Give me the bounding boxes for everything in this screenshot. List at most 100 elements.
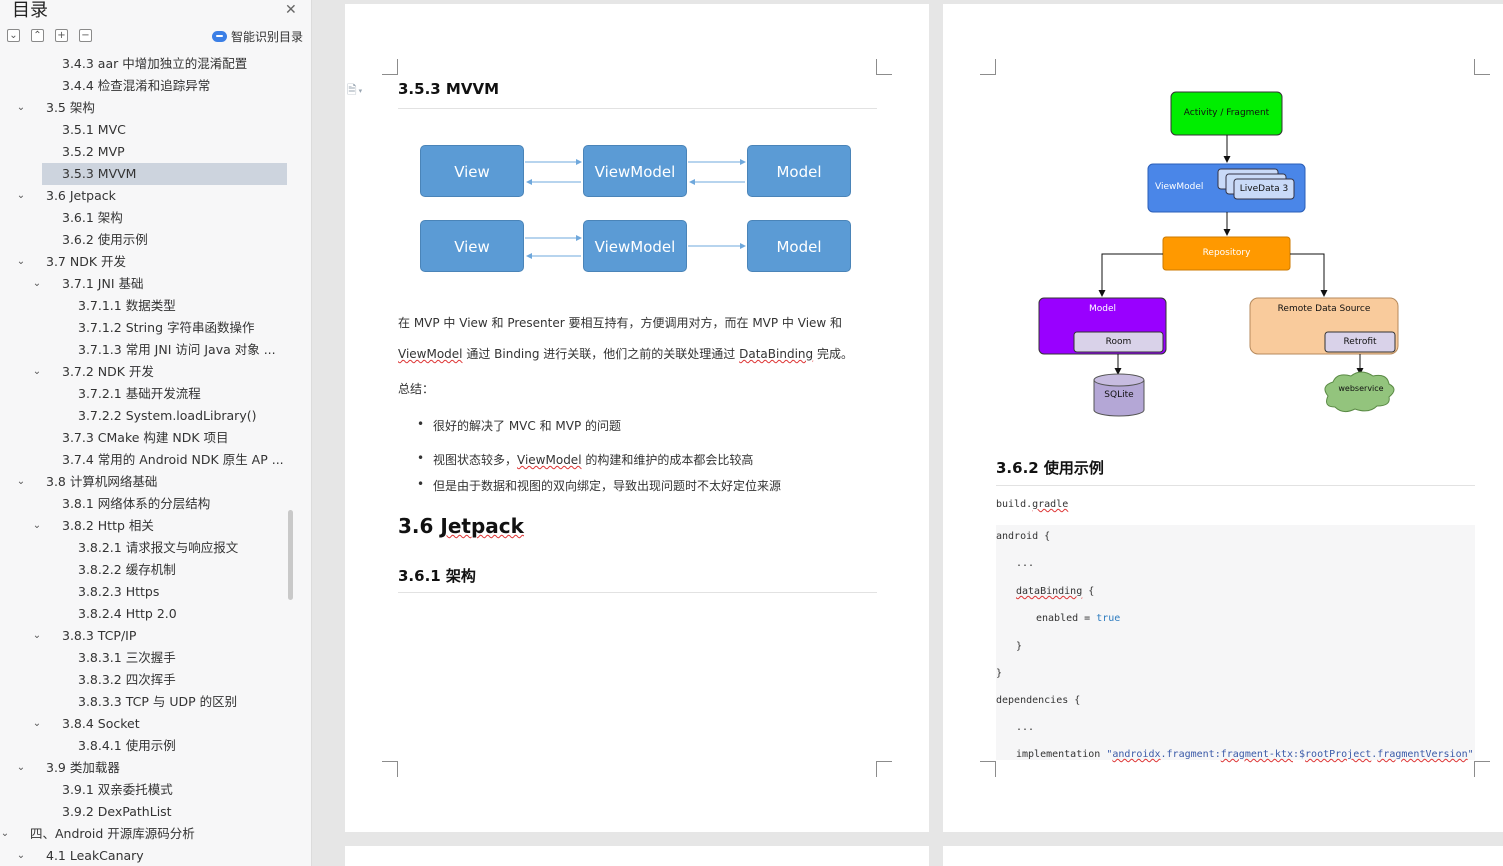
- view-box: View: [420, 220, 524, 272]
- toc-item[interactable]: ⌄3.8.4 Socket: [0, 713, 300, 735]
- toc-item-label: 3.9.2 DexPathList: [62, 804, 172, 819]
- collapse-all-button[interactable]: ⌄: [7, 29, 20, 42]
- chevron-down-icon[interactable]: ⌄: [16, 850, 26, 861]
- toc-item[interactable]: 3.7.4 常用的 Android NDK 原生 AP ...: [0, 449, 300, 471]
- viewmodel-word: ViewModel: [398, 347, 463, 361]
- toc-item[interactable]: ⌄ 3.7.2 NDK 开发: [0, 361, 300, 383]
- toc-item-label: 3.9.1 双亲委托模式: [62, 782, 173, 797]
- toc-item-label: 3.4.3 aar 中增加独立的混淆配置: [62, 56, 248, 71]
- toc-item-label: 3.6 Jetpack: [46, 188, 116, 203]
- toc-item[interactable]: 3.7.2.2 System.loadLibrary(): [0, 405, 300, 427]
- chevron-down-icon[interactable]: ⌄: [16, 102, 26, 113]
- toc-item-label: 3.8.2.3 Https: [78, 584, 160, 599]
- model-box: Model: [747, 220, 851, 272]
- toc-item[interactable]: 3.8.3.1 三次握手: [0, 647, 300, 669]
- toc-item[interactable]: 3.8.2.3 Https: [0, 581, 300, 603]
- databinding-word: DataBinding: [739, 347, 814, 361]
- toc-item[interactable]: 3.6.2 使用示例: [0, 229, 300, 251]
- heading-usage: 3.6.2 使用示例: [996, 459, 1104, 477]
- toc-item[interactable]: 3.9.1 双亲委托模式: [0, 779, 300, 801]
- toc-item[interactable]: ⌄3.9 类加载器: [0, 757, 300, 779]
- heading-jetpack: 3.6 Jetpack: [398, 514, 524, 538]
- document-page-left: 🗎▾ 3.5.3 MVVM View ViewModel Model View …: [345, 4, 929, 832]
- toc-item[interactable]: 3.7.1.2 String 字符串函数操作: [0, 317, 300, 339]
- smart-toc-button[interactable]: 智能识别目录: [212, 28, 303, 45]
- chevron-down-icon[interactable]: ⌄: [16, 762, 26, 773]
- toc-item[interactable]: 3.7.1.3 常用 JNI 访问 Java 对象 ...: [0, 339, 300, 361]
- toc-item[interactable]: ⌄ 3.7 NDK 开发: [0, 251, 300, 273]
- livedata-box: LiveData 3: [1239, 184, 1289, 194]
- toc-item[interactable]: 3.7.2.1 基础开发流程: [0, 383, 300, 405]
- toc-item[interactable]: ⌄ 4.1 LeakCanary: [0, 845, 300, 865]
- viewmodel-box: ViewModel: [1155, 182, 1204, 192]
- page-doc-icon[interactable]: 🗎▾: [347, 83, 363, 97]
- toc-item[interactable]: 3.8.3.3 TCP 与 UDP 的区别: [0, 691, 300, 713]
- chevron-down-icon[interactable]: ⌄: [32, 630, 42, 641]
- model-box: Model: [747, 145, 851, 197]
- code-token: enabled =: [1036, 613, 1097, 624]
- toc-item[interactable]: 3.8.1 网络体系的分层结构: [0, 493, 300, 515]
- code-token: fragment-ktx: [1220, 749, 1293, 760]
- toc-item[interactable]: 3.7.3 CMake 构建 NDK 项目: [0, 427, 300, 449]
- toc-item-label: 3.8.2.2 缓存机制: [78, 562, 176, 577]
- code-token: .: [1371, 749, 1378, 760]
- crop-mark: [876, 761, 892, 777]
- code-token: dataBinding: [1016, 586, 1083, 597]
- toc-item-label: 3.7.2.2 System.loadLibrary(): [78, 408, 257, 423]
- toc-item-label: 4.1 LeakCanary: [46, 848, 144, 863]
- chevron-down-icon[interactable]: ⌄: [32, 278, 42, 289]
- code-token: androidx: [1112, 749, 1161, 760]
- toc-item[interactable]: ⌄3.8.2 Http 相关: [0, 515, 300, 537]
- toc-item[interactable]: 3.8.4.1 使用示例: [0, 735, 300, 757]
- toc-item[interactable]: 3.5.2 MVP: [0, 141, 300, 163]
- toc-item[interactable]: 3.6.1 架构: [0, 207, 300, 229]
- code-line: ...: [1016, 722, 1035, 733]
- bullet-item: 但是由于数据和视图的双向绑定，导致出现问题时不太好定位来源: [417, 477, 781, 494]
- toc-item[interactable]: 3.4.4 检查混淆和追踪异常: [0, 75, 300, 97]
- code-line: }: [996, 668, 1003, 679]
- toc-item[interactable]: ⌄3.5 架构: [0, 97, 300, 119]
- expand-button[interactable]: +: [55, 29, 68, 42]
- toc-item[interactable]: 3.7.1.1 数据类型: [0, 295, 300, 317]
- mvvm-arrows: [525, 159, 746, 259]
- chevron-down-icon[interactable]: ⌄: [16, 476, 26, 487]
- toc-scrollbar[interactable]: [288, 510, 293, 600]
- chevron-down-icon[interactable]: ⌄: [16, 190, 26, 201]
- chevron-down-icon[interactable]: ⌄: [32, 718, 42, 729]
- toc-item-label: 3.7.2 NDK 开发: [62, 364, 154, 379]
- toc-item[interactable]: 3.8.3.2 四次挥手: [0, 669, 300, 691]
- toc-item[interactable]: 3.8.2.2 缓存机制: [0, 559, 300, 581]
- collapse-button[interactable]: −: [79, 29, 92, 42]
- expand-up-button[interactable]: ⌃: [31, 29, 44, 42]
- code-token: fragmentVersion: [1377, 749, 1468, 760]
- toc-item[interactable]: ⌄3.7.1 JNI 基础: [0, 273, 300, 295]
- toc-item[interactable]: 3.8.2.1 请求报文与响应报文: [0, 537, 300, 559]
- toc-item-label: 3.6.2 使用示例: [62, 232, 148, 247]
- chevron-down-icon[interactable]: ⌄: [32, 366, 42, 377]
- toc-item-label: 3.7.1.3 常用 JNI 访问 Java 对象 ...: [78, 342, 276, 357]
- toc-item-label: 3.8.4.1 使用示例: [78, 738, 176, 753]
- toc-item[interactable]: 3.8.2.4 Http 2.0: [0, 603, 300, 625]
- code-token: build.: [996, 499, 1033, 510]
- crop-mark: [382, 761, 398, 777]
- code-token: .fragment:: [1160, 749, 1221, 760]
- toc-item[interactable]: ⌄ 3.6 Jetpack: [0, 185, 300, 207]
- toc-item[interactable]: 3.4.3 aar 中增加独立的混淆配置: [0, 53, 300, 75]
- toc-item[interactable]: 3.5.3 MVVM: [0, 163, 300, 185]
- toc-item-label: 3.5.2 MVP: [62, 144, 125, 159]
- toc-item[interactable]: 3.9.2 DexPathList: [0, 801, 300, 823]
- toc-item[interactable]: ⌄四、Android 开源库源码分析: [0, 823, 300, 845]
- close-icon[interactable]: ✕: [285, 2, 297, 18]
- paragraph-mid: 通过 Binding 进行关联，他们之前的关联处理通过: [462, 347, 740, 361]
- toc-item[interactable]: ⌄3.8 计算机网络基础: [0, 471, 300, 493]
- chevron-down-icon[interactable]: ⌄: [32, 520, 42, 531]
- chevron-down-icon[interactable]: ⌄: [0, 828, 10, 839]
- chevron-down-icon[interactable]: ⌄: [16, 256, 26, 267]
- heading-jetpack-num: 3.6: [398, 514, 441, 538]
- toc-item-label: 3.7 NDK 开发: [46, 254, 126, 269]
- sqlite-cylinder: SQLite: [1104, 390, 1134, 400]
- toc-item-label: 3.8.3.1 三次握手: [78, 650, 176, 665]
- toc-item[interactable]: 3.5.1 MVC: [0, 119, 300, 141]
- document-page-next-right: [943, 846, 1503, 866]
- toc-item[interactable]: ⌄3.8.3 TCP/IP: [0, 625, 300, 647]
